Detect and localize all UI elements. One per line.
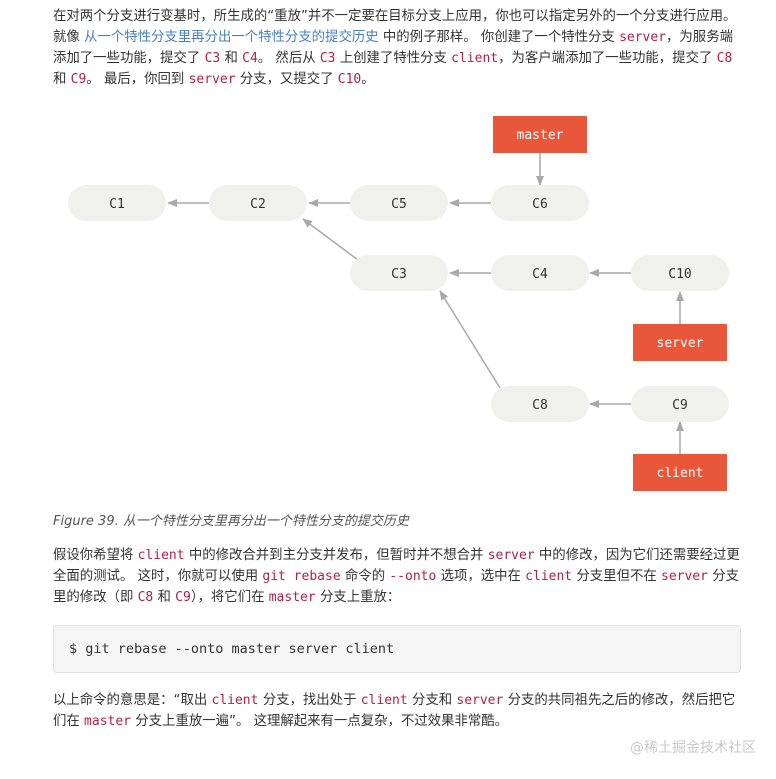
command-meaning-paragraph: 以上命令的意思是：“取出 client 分支，找出处于 client 分支和 s… bbox=[53, 693, 736, 729]
commit-c4: C4 bbox=[491, 255, 589, 291]
command-code-block[interactable]: $ git rebase --onto master server client bbox=[53, 625, 741, 673]
svg-text:C3: C3 bbox=[391, 267, 407, 282]
branch-server: server bbox=[633, 324, 727, 361]
commit-c6: C6 bbox=[491, 185, 589, 221]
svg-text:master: master bbox=[517, 128, 564, 143]
svg-text:C6: C6 bbox=[532, 197, 548, 212]
commit-c8: C8 bbox=[491, 386, 589, 422]
svg-text:server: server bbox=[657, 336, 704, 351]
commit-c1: C1 bbox=[68, 185, 166, 221]
commit-c3: C3 bbox=[350, 255, 448, 291]
commit-c10: C10 bbox=[631, 255, 729, 291]
commit-graph-figure: C1 C2 C5 C6 C3 C4 C10 C8 C9 master serve… bbox=[68, 116, 729, 491]
edge-c3-c2 bbox=[302, 218, 359, 261]
commit-c2: C2 bbox=[209, 185, 307, 221]
svg-text:C8: C8 bbox=[532, 398, 548, 413]
watermark: @稀土掘金技术社区 bbox=[630, 740, 756, 756]
rebase-explanation-paragraph: 假设你希望将 client 中的修改合并到主分支并发布，但暂时并不想合并 ser… bbox=[53, 548, 740, 605]
figure-caption: Figure 39. 从一个特性分支里再分出一个特性分支的提交历史 bbox=[53, 514, 409, 529]
svg-text:C1: C1 bbox=[109, 197, 125, 212]
command-text[interactable]: $ git rebase --onto master server client bbox=[69, 641, 395, 657]
svg-text:C10: C10 bbox=[668, 267, 691, 282]
commit-c5: C5 bbox=[350, 185, 448, 221]
svg-text:C4: C4 bbox=[532, 267, 548, 282]
svg-text:C5: C5 bbox=[391, 197, 407, 212]
branch-master: master bbox=[493, 116, 587, 153]
figure-link[interactable]: 从一个特性分支里再分出一个特性分支的提交历史 bbox=[84, 30, 379, 45]
edge-c8-c3 bbox=[439, 290, 501, 389]
intro-paragraph: 在对两个分支进行变基时，所生成的“重放”并不一定要在目标分支上应用，你也可以指定… bbox=[53, 9, 737, 87]
branch-client: client bbox=[633, 454, 727, 491]
commit-c9: C9 bbox=[631, 386, 729, 422]
svg-text:client: client bbox=[657, 466, 704, 481]
svg-text:C9: C9 bbox=[672, 398, 688, 413]
svg-text:C2: C2 bbox=[250, 197, 266, 212]
